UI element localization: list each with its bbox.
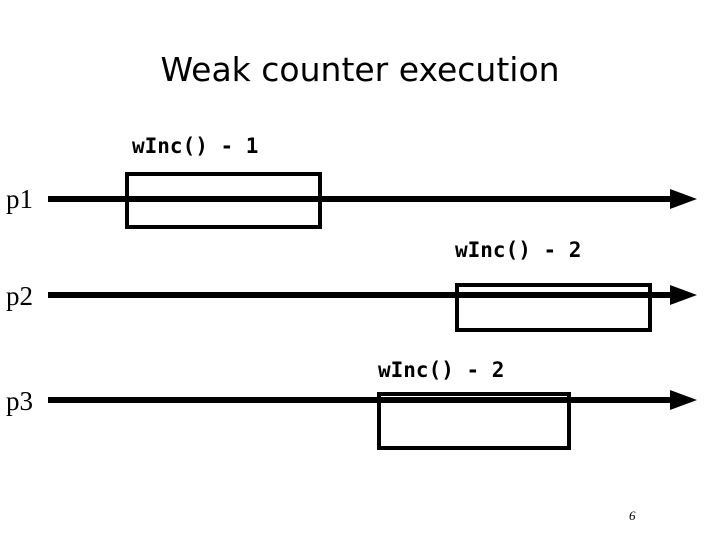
axis-arrowhead-p2 [670,285,697,305]
operation-label-p1: wInc() - 1 [132,134,259,158]
operation-interval-box-p3 [377,392,571,450]
page-number: 6 [629,508,636,523]
operation-interval-box-p2 [455,283,652,332]
process-label-p2: p2 [6,281,33,311]
operation-label-p3: wInc() - 2 [378,358,505,382]
operation-interval-box-p1 [125,172,322,229]
page-title: Weak counter execution [160,50,560,89]
axis-arrowhead-p3 [670,390,697,410]
axis-arrowhead-p1 [670,189,697,209]
process-label-p1: p1 [6,184,33,214]
process-label-p3: p3 [6,386,33,416]
operation-label-p2: wInc() - 2 [455,238,582,262]
